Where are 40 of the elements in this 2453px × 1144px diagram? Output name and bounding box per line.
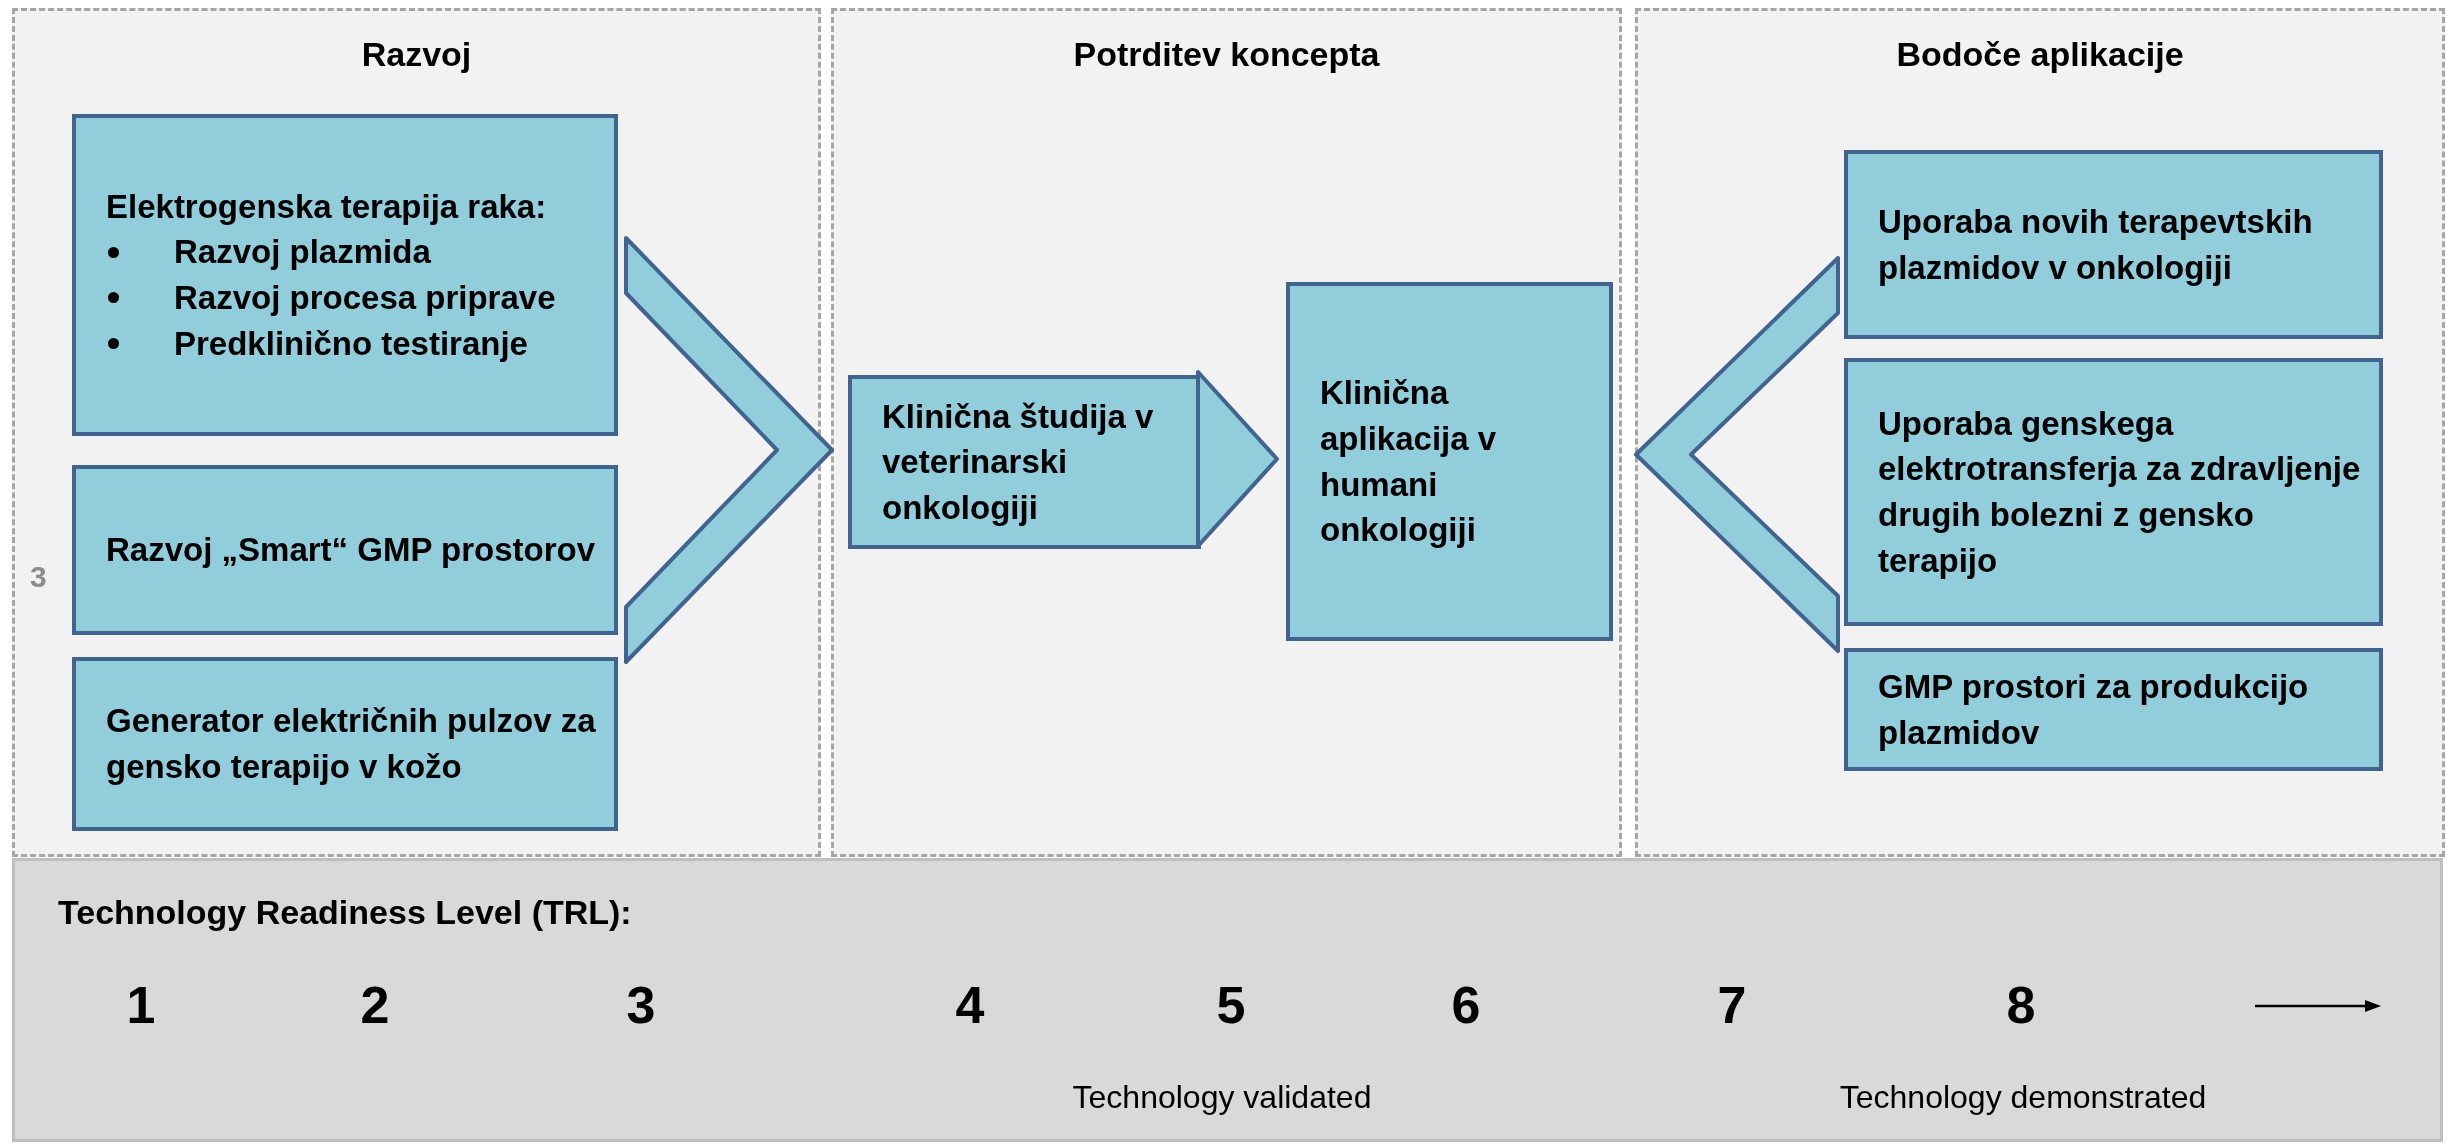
stage-panel [1635,8,2445,857]
box-text: Klinična aplikacija v humani onkologiji [1320,373,1498,551]
box-text: Uporaba novih terapevtskih plazmidov v onkologiji [1878,201,2314,288]
list-item: Razvoj procesa priprave [174,278,556,318]
trl-level-number: 3 [626,974,656,1035]
list-item: Predklinično testiranje [174,323,528,364]
stage-panel [12,8,821,857]
panel-title: Razvoj [361,35,472,74]
chevron-arrow [1634,256,1840,653]
box-text: Uporaba genskega elektrotransferja za zdravljenje drugih bolezni z gensko terapijo [1878,403,2362,581]
trl-level-number: 4 [955,974,985,1035]
scale-title: Technology Readiness Level (TRL): [58,892,632,932]
trl-level-number: 8 [2006,974,2036,1035]
process-box [1844,358,2383,626]
box-text: Generator električnih pulzov za gensko terapijo v kožo [106,701,597,787]
scale-caption: Technology validated [1072,1078,1372,1116]
arrow-head-connector [1196,370,1279,548]
trl-level-number: 7 [1717,974,1747,1035]
box-heading: Elektrogenska terapija raka: [106,186,548,227]
process-box [72,114,618,436]
chevron-arrow [624,236,834,664]
scale-caption: Technology demonstrated [1839,1078,2207,1116]
step-number: 3 [30,560,47,594]
trl-level-number: 6 [1451,974,1481,1035]
process-box [72,657,618,831]
panel-title: Potrditev koncepta [1073,35,1380,74]
stage-panel [831,8,1622,857]
process-box [1844,150,2383,339]
panel-title: Bodoče aplikacije [1896,35,2184,74]
trl-level-number: 5 [1216,974,1246,1035]
box-text: Razvoj „Smart“ GMP prostorov [106,530,596,571]
process-box [1286,282,1613,641]
list-item: Razvoj plazmida [174,232,431,273]
process-box [72,465,618,635]
box-text: Klinična študija v veterinarski onkologiji [882,396,1155,528]
trl-level-number: 2 [360,974,390,1035]
box-text: GMP prostori za produkcijo plazmidov [1878,666,2310,753]
trl-band [12,858,2443,1142]
trl-level-number: 1 [126,974,156,1035]
process-box [1844,648,2383,771]
